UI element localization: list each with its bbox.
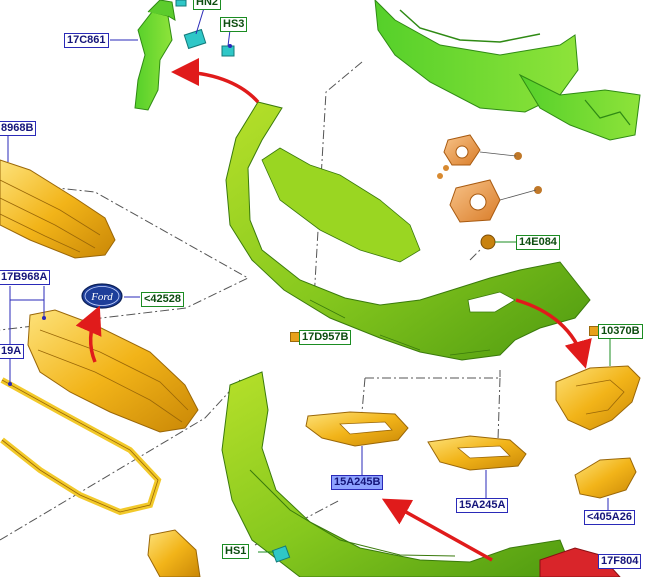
part-label-hs1[interactable]: HS1: [222, 544, 250, 559]
part-label-hs3[interactable]: HS3: [220, 17, 248, 32]
guide-lines: [0, 61, 501, 546]
right-bracket-part: [555, 338, 641, 431]
part-label-17d957b[interactable]: 17D957B: [299, 330, 352, 345]
part-label-19a[interactable]: 19A: [0, 344, 25, 359]
cover-cap-part: [574, 457, 637, 512]
upper-bumper-reinforcement: [374, 0, 641, 141]
ford-logo-text: Ford: [90, 291, 113, 303]
part-label-15a245a[interactable]: 15A245A: [456, 498, 509, 513]
part-label-14e084[interactable]: 14E084: [516, 235, 560, 250]
ford-emblem: Ford: [81, 283, 140, 309]
fog-lamp-trim-right: [427, 435, 527, 498]
part-label-8968b[interactable]: 8968B: [0, 121, 37, 136]
part-label-405a26[interactable]: <405A26: [584, 510, 635, 525]
part-label-17f804[interactable]: 17F804: [598, 554, 642, 569]
leader-endpoints: [8, 44, 232, 386]
part-label-17b968a[interactable]: 17B968A: [0, 270, 51, 285]
bumper-cover-part: [225, 101, 591, 361]
part-label-10370b[interactable]: 10370B: [598, 324, 643, 339]
direction-arrows: [75, 58, 592, 562]
lower-bumper-part: [221, 371, 576, 577]
clip-hs1: [258, 545, 291, 563]
part-label-hn2[interactable]: HN2: [193, 0, 222, 10]
part-label-15a245b-selected[interactable]: 15A245B: [331, 475, 384, 490]
upper-grille-part: [0, 136, 116, 259]
fog-lamp-trim-left: [305, 411, 409, 476]
front-grille-part: [0, 286, 199, 516]
part-label-17c861[interactable]: 17C861: [64, 33, 109, 48]
fog-lamp-brackets: [437, 134, 542, 250]
part-label-42528[interactable]: <42528: [141, 292, 185, 307]
side-bracket-part: [110, 0, 235, 111]
lower-grille-corner: [147, 529, 201, 577]
